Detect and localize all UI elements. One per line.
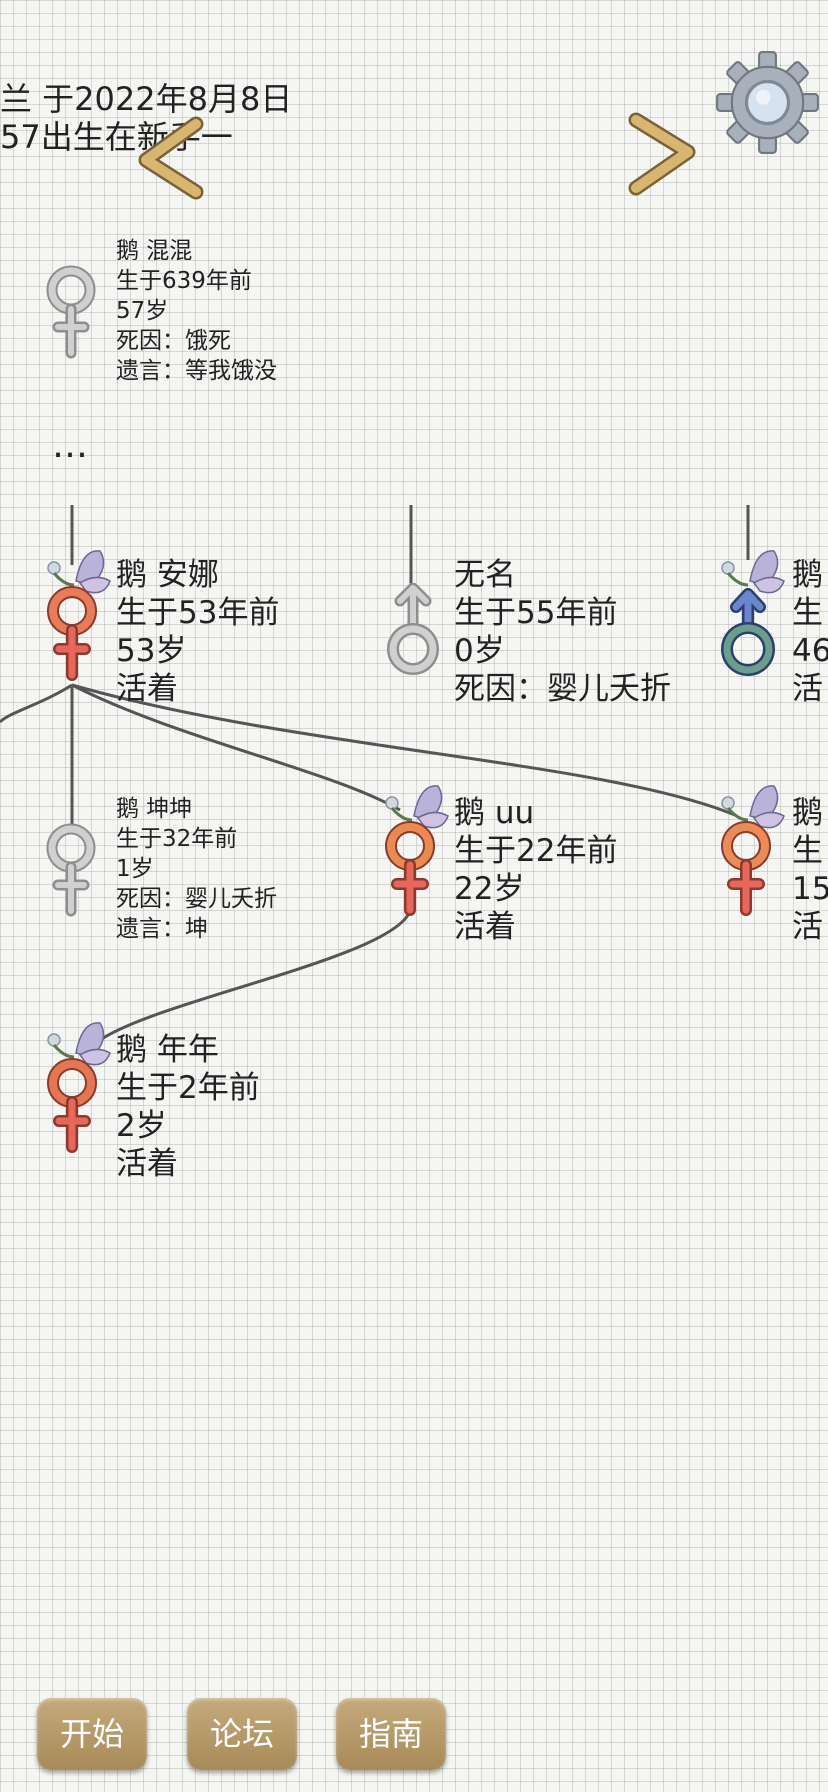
- gen2-age-1: 22岁: [454, 871, 525, 907]
- gen1-status-0: 活着: [116, 671, 178, 707]
- gen1-name-1: 无名: [454, 557, 516, 593]
- butterfly-icon: [47, 550, 111, 594]
- gen1-status-1: 死因：婴儿夭折: [454, 671, 671, 707]
- butterfly-icon: [385, 785, 449, 829]
- butterfly-icon: [721, 550, 785, 594]
- gen1-name-2: 鹅: [792, 557, 823, 593]
- gen3-age-0: 2岁: [116, 1108, 167, 1144]
- gen2-name-2: 鹅: [792, 795, 823, 831]
- ancestor-death: 死因：饿死: [116, 328, 231, 354]
- gen1-node-0[interactable]: 鹅 安娜 生于53年前 53岁 活着: [116, 556, 279, 708]
- header-line-1: 兰 于2022年8月8日: [0, 80, 293, 118]
- ancestor-name: 鹅 混混: [116, 238, 193, 264]
- gen1-born-2: 生: [792, 595, 823, 631]
- gen3-node-0[interactable]: 鹅 年年 生于2年前 2岁 活着: [116, 1031, 260, 1183]
- gen2-born-0: 生于32年前: [116, 826, 238, 852]
- gen1-node-2[interactable]: 鹅 生 46 活: [792, 556, 828, 708]
- gen2-node-2[interactable]: 鹅 生 15 活: [792, 794, 828, 946]
- gen1-age-0: 53岁: [116, 633, 187, 669]
- gen2-status-1: 活着: [454, 909, 516, 945]
- gen2-name-0: 鹅 坤坤: [116, 796, 193, 822]
- gen1-age-1: 0岁: [454, 633, 505, 669]
- gen1-name-0: 鹅 安娜: [116, 557, 219, 593]
- female-alive-icon: [385, 785, 449, 916]
- gen1-node-1[interactable]: 无名 生于55年前 0岁 死因：婴儿夭折: [454, 556, 671, 708]
- gen2-last-words-0: 遗言：坤: [116, 916, 208, 942]
- gen2-name-1: 鹅 uu: [454, 795, 535, 831]
- gen2-age-0: 1岁: [116, 856, 154, 882]
- gen1-status-2: 活: [792, 671, 823, 707]
- gen3-status-0: 活着: [116, 1146, 178, 1182]
- gen3-name-0: 鹅 年年: [116, 1032, 219, 1068]
- female-alive-icon: [47, 550, 111, 681]
- ellipsis: …: [52, 425, 90, 466]
- forum-button[interactable]: 论坛: [187, 1698, 297, 1770]
- gen1-born-0: 生于53年前: [116, 595, 280, 631]
- butterfly-icon: [721, 785, 785, 829]
- start-button[interactable]: 开始: [37, 1698, 147, 1770]
- female-dead-icon: [46, 265, 96, 359]
- butterfly-icon: [47, 1022, 111, 1066]
- ancestor-age: 57岁: [116, 298, 169, 324]
- chevron-left-icon[interactable]: [130, 112, 210, 202]
- chevron-right-icon[interactable]: [622, 108, 702, 198]
- gen2-age-2: 15: [792, 871, 828, 907]
- female-alive-icon: [47, 1022, 111, 1153]
- gen2-status-2: 活: [792, 909, 823, 945]
- gen1-born-1: 生于55年前: [454, 595, 618, 631]
- male-dead-icon: [387, 583, 439, 675]
- gen1-age-2: 46: [792, 633, 828, 669]
- ancestor-born: 生于639年前: [116, 268, 252, 294]
- male-alive-icon: [721, 550, 785, 676]
- gen2-node-1[interactable]: 鹅 uu 生于22年前 22岁 活着: [454, 794, 617, 946]
- ancestor-last-words: 遗言：等我饿没: [116, 358, 277, 384]
- guide-button[interactable]: 指南: [336, 1698, 446, 1770]
- gear-icon[interactable]: [715, 50, 820, 155]
- gen2-born-2: 生: [792, 833, 823, 869]
- gen2-death-0: 死因：婴儿夭折: [116, 886, 277, 912]
- gen3-born-0: 生于2年前: [116, 1070, 260, 1106]
- birth-info-header: 兰 于2022年8月8日 57出生在新手一: [0, 80, 292, 156]
- female-dead-icon: [46, 823, 96, 917]
- gen2-node-0[interactable]: 鹅 坤坤 生于32年前 1岁 死因：婴儿夭折 遗言：坤: [116, 794, 277, 944]
- female-alive-icon: [721, 785, 785, 916]
- gen2-born-1: 生于22年前: [454, 833, 618, 869]
- ancestor-info[interactable]: 鹅 混混 生于639年前 57岁 死因：饿死 遗言：等我饿没: [116, 236, 277, 386]
